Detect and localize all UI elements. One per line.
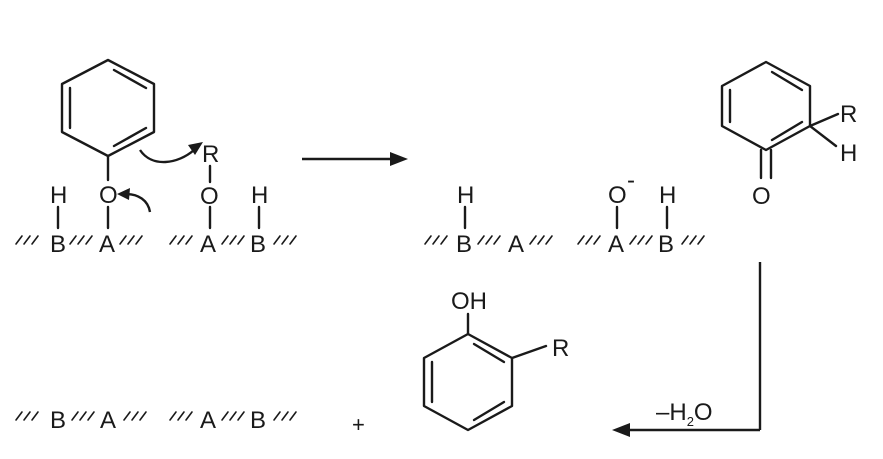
surface-right-1: A B R O H <box>169 141 297 258</box>
hydrogen-on-b: H <box>50 182 67 209</box>
curved-arrow-ring-to-r <box>139 142 203 164</box>
surface-left-2: B A H <box>424 182 553 258</box>
ring-substituent-r: R <box>840 101 857 128</box>
reactant-phenyl-ring <box>60 58 156 182</box>
surface-site-b: B <box>250 407 266 434</box>
surface-site-a: A <box>608 231 624 258</box>
hydroxyl-group: OH <box>451 288 487 315</box>
surface-right-3: A B <box>169 407 297 434</box>
dienone-ring: O R H <box>720 60 857 210</box>
surface-site-b: B <box>50 407 66 434</box>
surface-site-b: B <box>250 231 266 258</box>
surface-site-a: A <box>508 231 524 258</box>
product-phenol-ring: OH R <box>422 288 569 432</box>
plus-sign: + <box>352 412 365 437</box>
reaction-arrow-right <box>302 152 408 166</box>
water-loss-label: –H2O <box>656 399 713 429</box>
surface-site-a: A <box>200 407 216 434</box>
carbonyl-oxygen: O <box>752 183 771 210</box>
hydrogen-on-b: H <box>251 182 268 209</box>
surface-site-a: A <box>99 231 115 258</box>
surface-left-3: B A <box>15 407 147 434</box>
surface-site-b: B <box>456 231 472 258</box>
hydrogen-on-b: H <box>457 182 474 209</box>
surface-right-2: A B O - H <box>577 167 705 258</box>
surface-site-a: A <box>100 407 116 434</box>
hydrogen-on-b: H <box>659 182 676 209</box>
anionic-oxygen: O <box>608 182 627 209</box>
negative-charge: - <box>627 167 635 194</box>
surface-site-a: A <box>200 231 216 258</box>
reaction-arrow-down-left: –H2O <box>612 262 762 437</box>
product-substituent-r: R <box>552 335 569 362</box>
surface-site-b: B <box>50 231 66 258</box>
phenoxide-oxygen: O <box>99 182 118 209</box>
alkoxide-oxygen: O <box>200 183 219 210</box>
ring-hydrogen: H <box>840 140 857 167</box>
alkyl-group-r: R <box>202 141 219 168</box>
curved-arrow-to-oxygen <box>117 188 152 213</box>
surface-left-1: B A H O <box>15 182 143 258</box>
surface-site-b: B <box>658 231 674 258</box>
